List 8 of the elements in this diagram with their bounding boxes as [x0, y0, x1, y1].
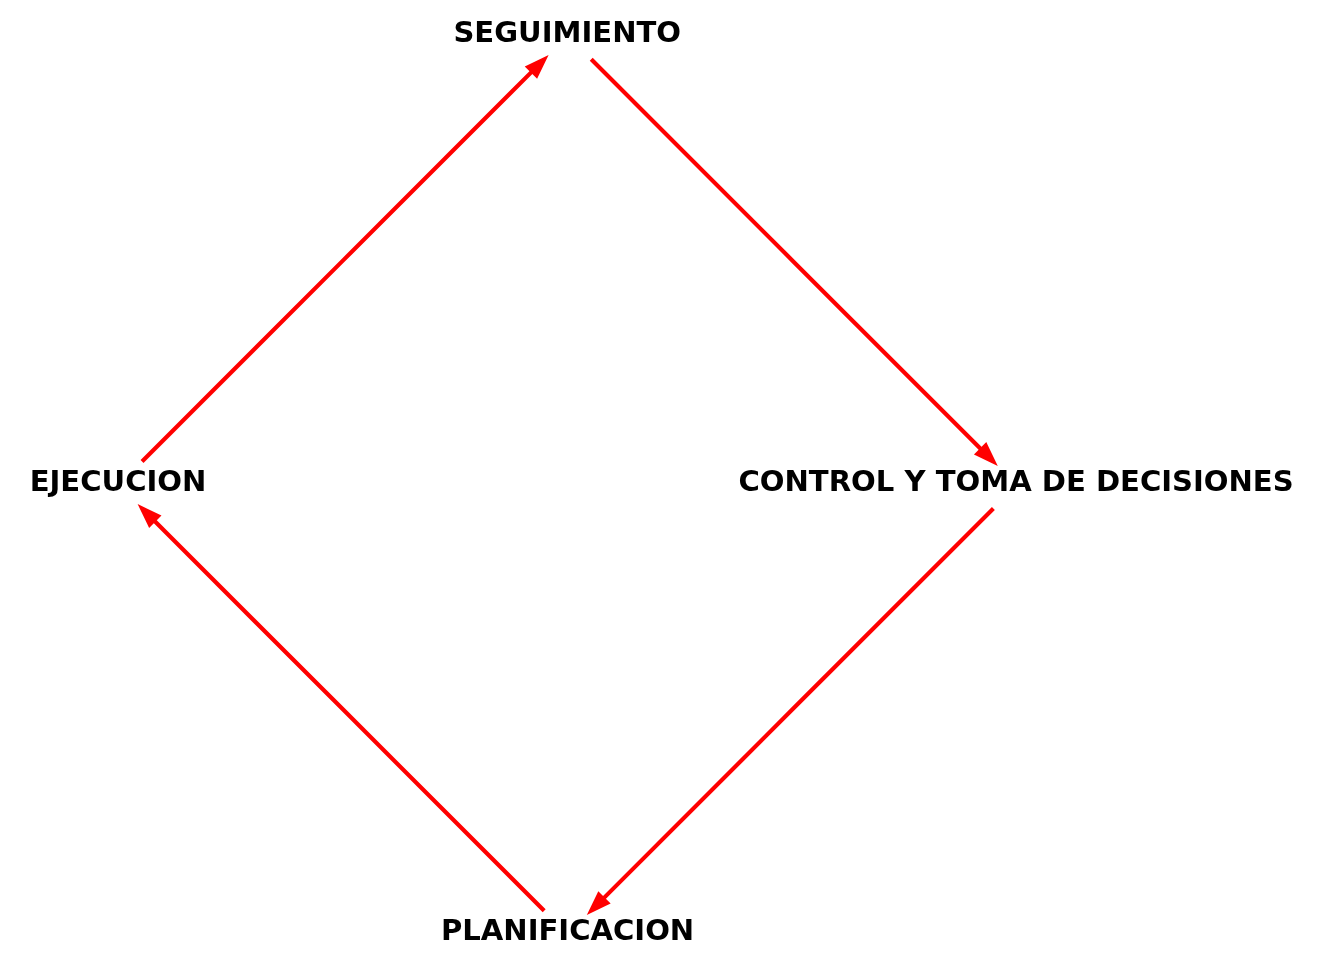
arrow: [140, 54, 549, 463]
arrow: [137, 504, 546, 913]
node-text: EJECUCION: [29, 464, 207, 499]
node-text: SEGUIMIENTO: [453, 14, 682, 49]
node-text: PLANIFICACION: [440, 913, 695, 948]
arrow: [586, 507, 995, 916]
arrow: [589, 57, 998, 466]
node-text: CONTROL Y TOMA DE DECISIONES: [738, 464, 1294, 499]
